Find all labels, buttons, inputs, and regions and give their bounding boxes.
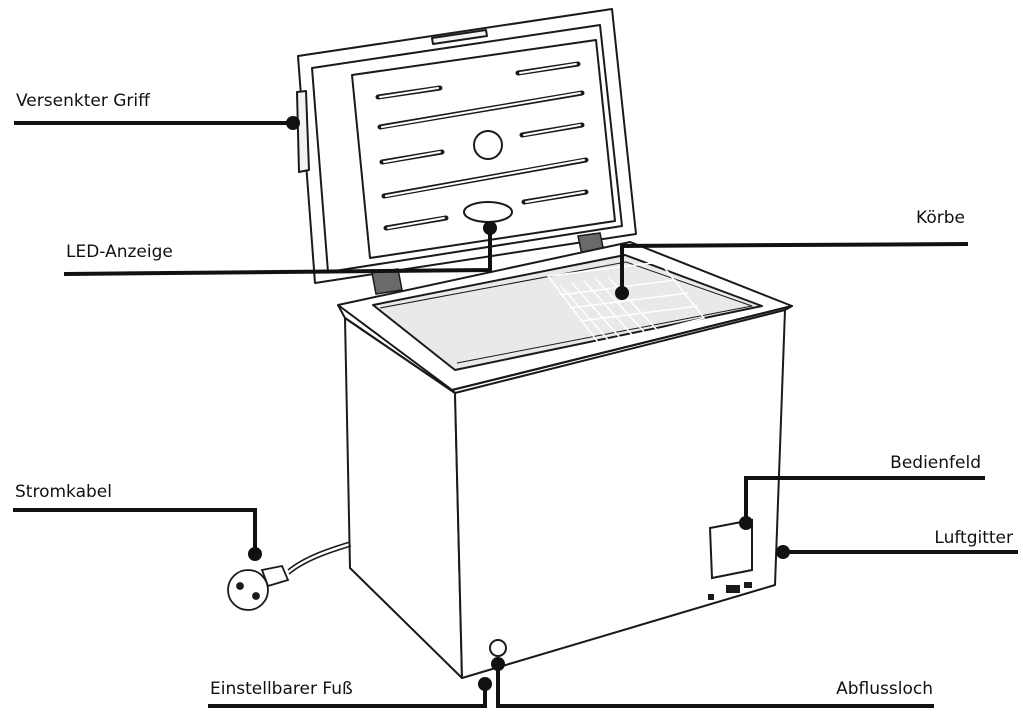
lid-inner-panel — [351, 39, 616, 259]
dot-baskets — [615, 286, 629, 300]
label-led-display: LED-Anzeige — [66, 242, 173, 262]
dot-panel — [739, 516, 753, 530]
label-drain-hole: Abflussloch — [836, 679, 933, 699]
control-panel — [708, 518, 753, 580]
freezer-lid — [296, 8, 637, 284]
dot-power — [248, 547, 262, 561]
leader-baskets — [620, 241, 969, 295]
dot-led — [483, 221, 497, 235]
dot-drain — [491, 657, 505, 671]
freezer-body — [337, 241, 793, 679]
callout-dots — [248, 116, 790, 691]
label-control-panel: Bedienfeld — [890, 453, 981, 473]
lid-ribs-inner — [379, 63, 585, 229]
label-recessed-handle: Versenkter Griff — [16, 91, 150, 111]
lid-round-knob — [473, 130, 503, 160]
lid-top-edge — [431, 29, 488, 45]
rim-thickness — [337, 304, 793, 394]
leader-lines — [13, 121, 1018, 708]
label-adjustable-foot: Einstellbarer Fuß — [210, 679, 353, 699]
plug-icon — [227, 564, 290, 611]
lid-outer — [297, 8, 637, 284]
leader-foot — [208, 682, 487, 708]
power-cable — [227, 541, 352, 611]
dot-foot — [478, 677, 492, 691]
drain-hole-ring — [489, 639, 507, 657]
dot-handle — [286, 116, 300, 130]
leader-panel — [744, 476, 985, 525]
opening-inner-edge — [379, 261, 753, 364]
leader-led — [63, 226, 492, 277]
base-details — [708, 582, 752, 600]
body-opening — [372, 254, 763, 371]
label-baskets: Körbe — [916, 208, 965, 228]
leader-power — [13, 508, 257, 556]
led-display — [463, 201, 513, 223]
label-air-grille: Luftgitter — [934, 528, 1013, 548]
lid-inner-frame — [311, 24, 623, 273]
label-power-cable: Stromkabel — [15, 482, 112, 502]
dot-vent — [776, 545, 790, 559]
body-front — [454, 309, 786, 679]
recessed-handle-slot — [296, 90, 310, 173]
leader-drain — [496, 662, 934, 708]
